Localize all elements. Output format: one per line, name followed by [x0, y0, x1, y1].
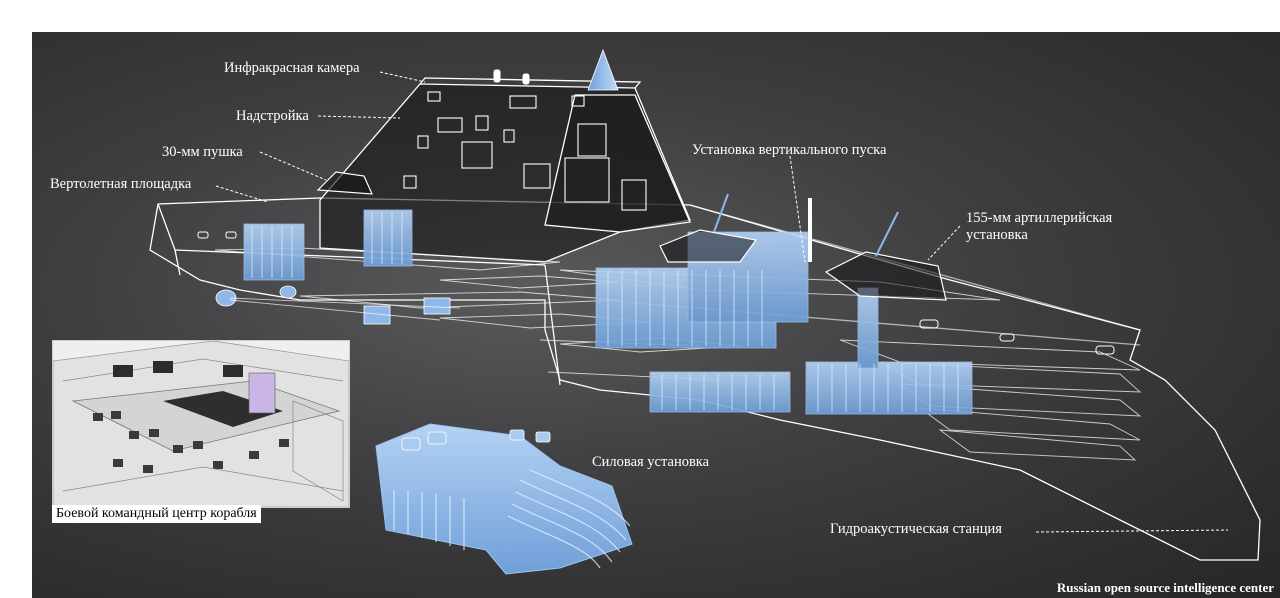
label-superstructure: Надстройка — [236, 108, 309, 124]
ir-camera-domes — [493, 69, 530, 85]
power-plant-illustration — [375, 423, 633, 575]
label-gun-30mm: 30-мм пушка — [162, 144, 243, 160]
cic-inset-image — [52, 340, 350, 508]
label-leader-lines — [215, 71, 1229, 533]
label-helipad: Вертолетная площадка — [50, 176, 192, 192]
superstructure-windows — [403, 91, 647, 211]
label-sonar: Гидроакустическая станция — [830, 521, 1002, 537]
vls-missile — [808, 198, 812, 262]
superstructure — [319, 77, 691, 263]
artillery-155mm-mounts — [659, 229, 947, 301]
gun-30mm-mount — [316, 171, 373, 195]
label-artillery-155: 155-мм артиллерийская установка — [966, 210, 1113, 243]
shaft-lines — [229, 297, 461, 321]
hull-ports — [197, 231, 1115, 355]
mast-spire — [587, 48, 619, 91]
shafts-and-propellers — [215, 285, 451, 325]
equipment-ribs — [251, 212, 959, 412]
label-vls: Установка вертикального пуска — [692, 142, 887, 158]
cic-caption: Боевой командный центр корабля — [52, 505, 261, 523]
source-credit: Russian open source intelligence center — [1056, 580, 1274, 595]
label-ir-camera: Инфракрасная камера — [224, 60, 360, 76]
gun-barrels — [713, 193, 899, 257]
cic-room-drawing — [53, 341, 349, 507]
label-power-plant: Силовая установка — [592, 454, 710, 470]
